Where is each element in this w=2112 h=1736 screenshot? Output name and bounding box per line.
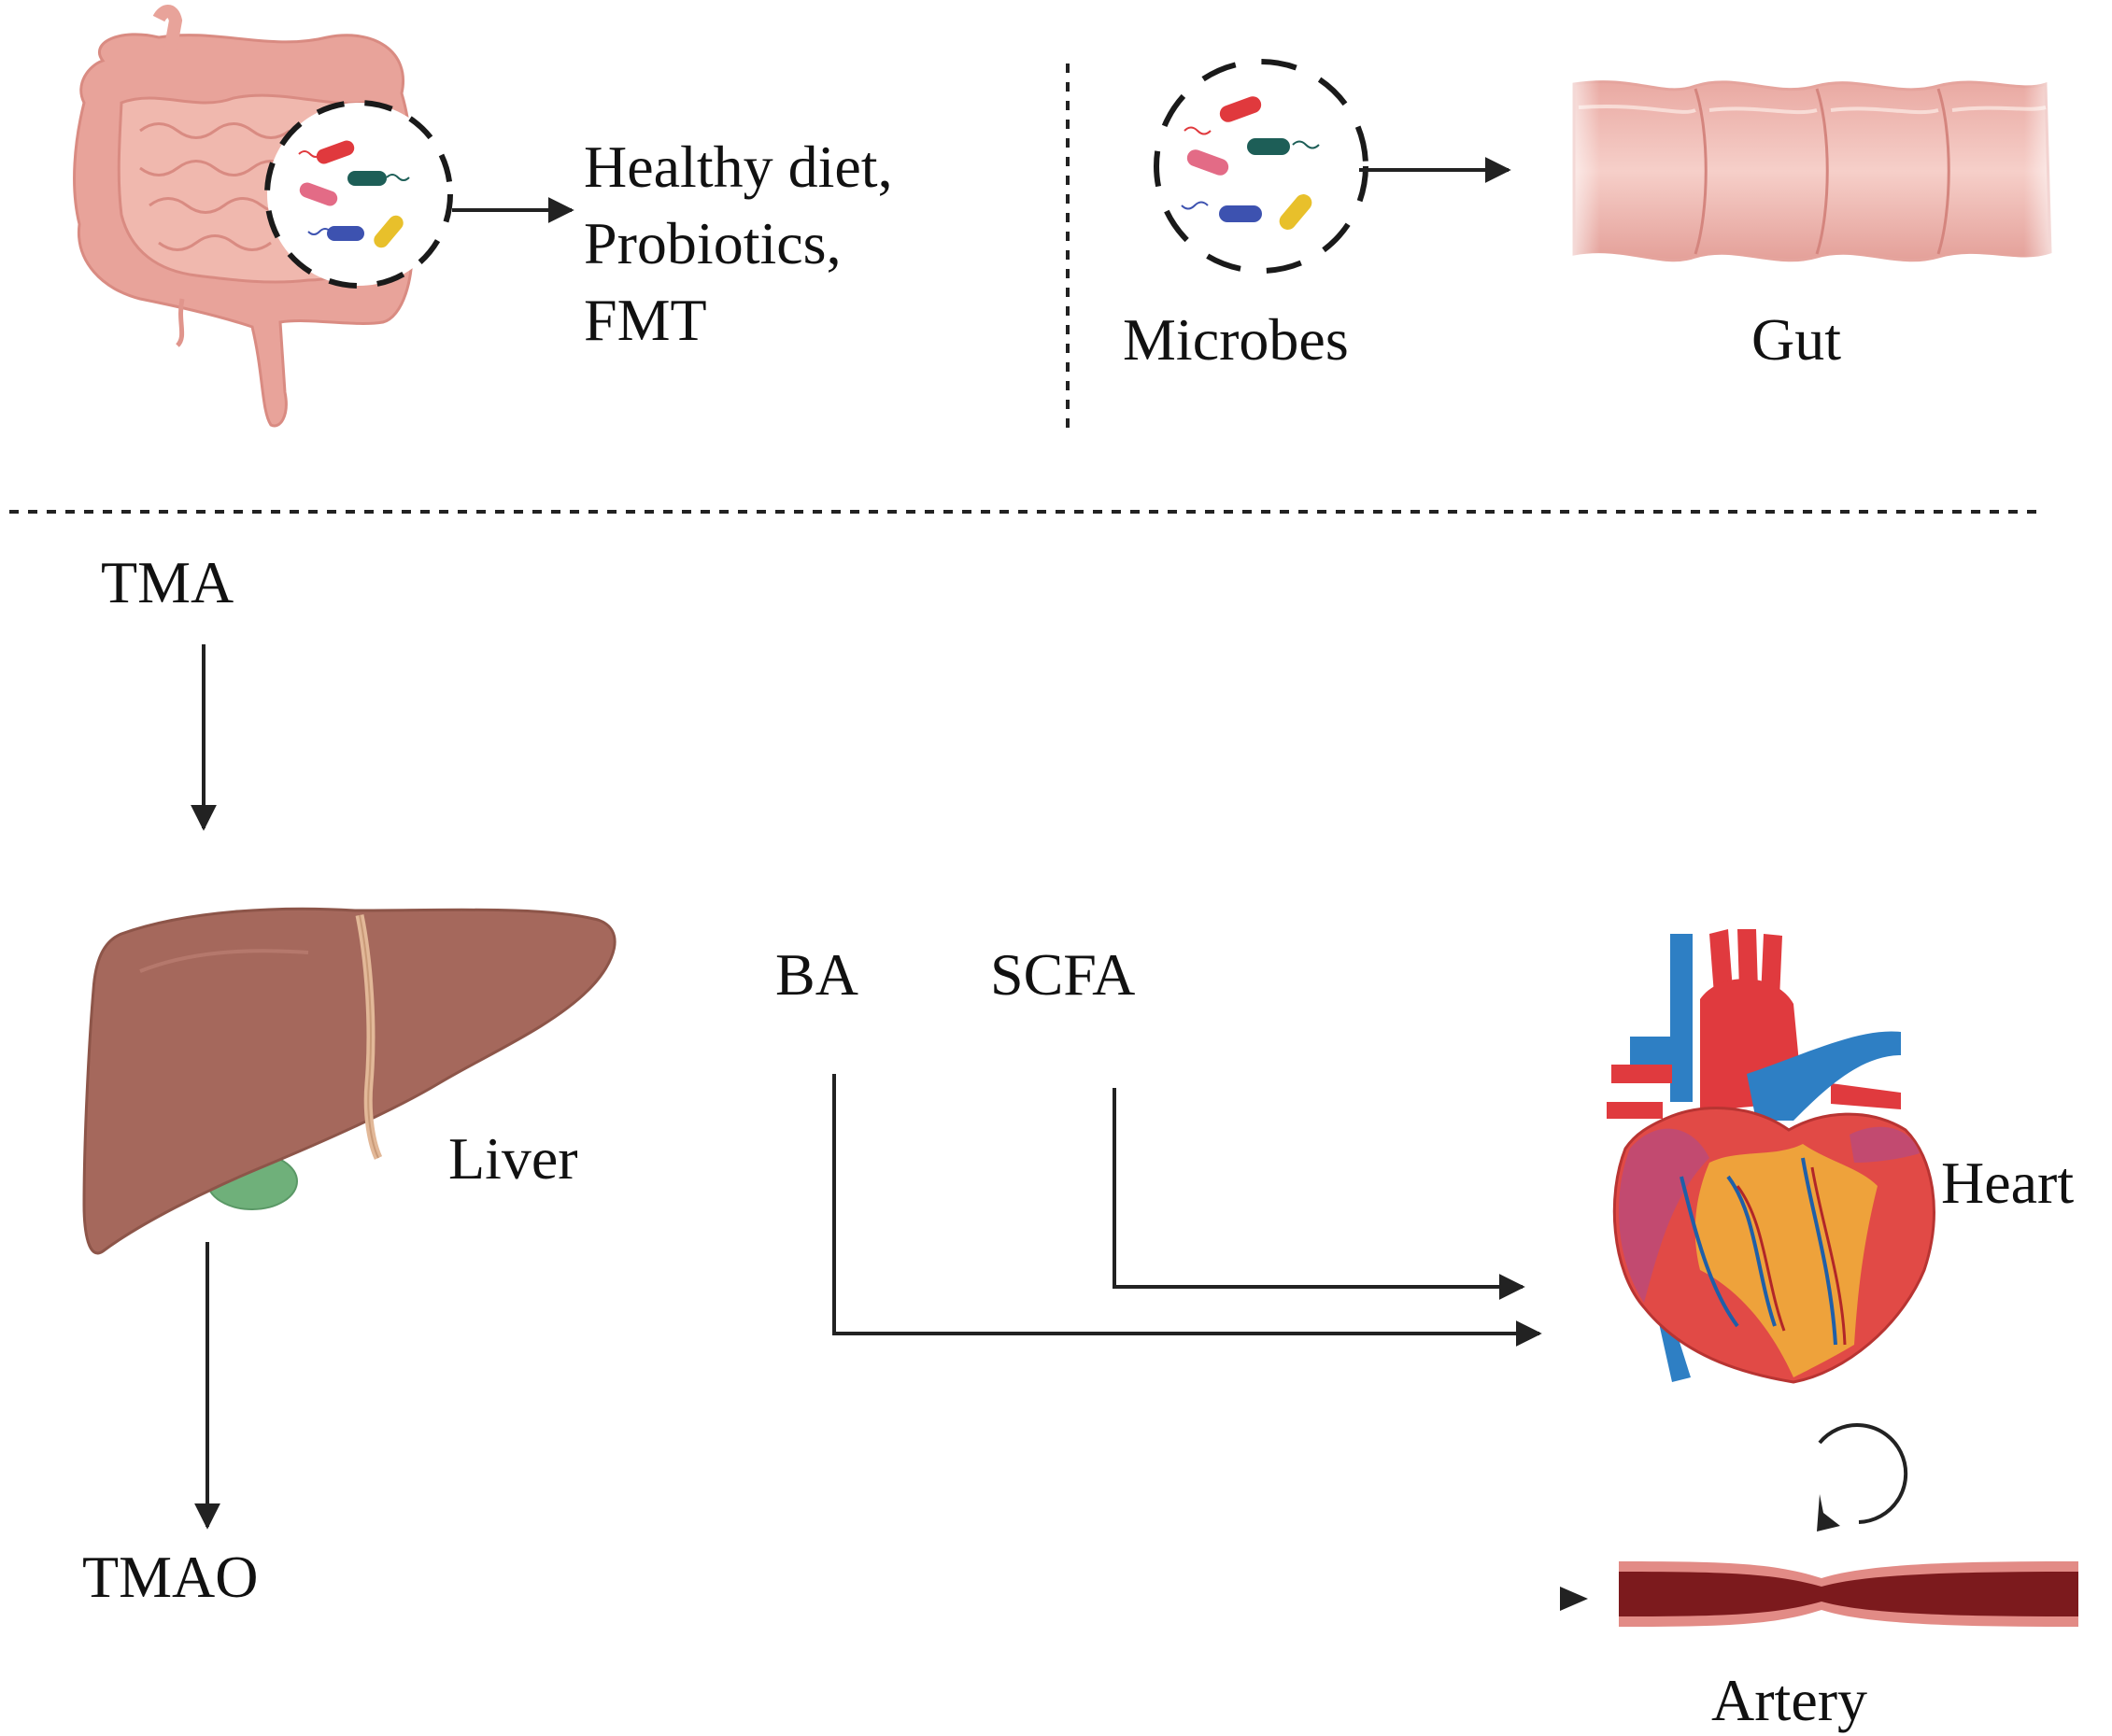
arrow-tmao-to-artery-head — [1560, 1587, 1588, 1611]
liver-icon — [82, 907, 617, 1255]
microbe-circle-icon — [264, 100, 453, 289]
label-heart: Heart — [1941, 1150, 2074, 1216]
heart-icon — [1607, 929, 1935, 1384]
label-gut: Gut — [1751, 306, 1841, 373]
microbes-icon — [1154, 59, 1368, 274]
label-fmt: FMT — [584, 287, 707, 353]
label-scfa: SCFA — [990, 941, 1135, 1008]
label-liver: Liver — [448, 1125, 578, 1192]
label-tmao: TMAO — [82, 1544, 258, 1610]
label-tma: TMA — [101, 549, 234, 615]
cycle-arrow-icon — [1817, 1423, 1908, 1531]
gut-segment-icon — [1560, 75, 2064, 266]
arrow-ba-to-heart — [832, 1074, 1542, 1347]
label-artery: Artery — [1711, 1667, 1867, 1733]
label-microbes: Microbes — [1123, 306, 1349, 373]
label-healthy-diet: Healthy diet, — [584, 134, 893, 200]
arrow-scfa-to-heart — [1113, 1088, 1525, 1300]
label-ba: BA — [775, 941, 858, 1008]
label-probiotics: Probiotics, — [584, 210, 842, 276]
artery-icon — [1619, 1561, 2078, 1627]
